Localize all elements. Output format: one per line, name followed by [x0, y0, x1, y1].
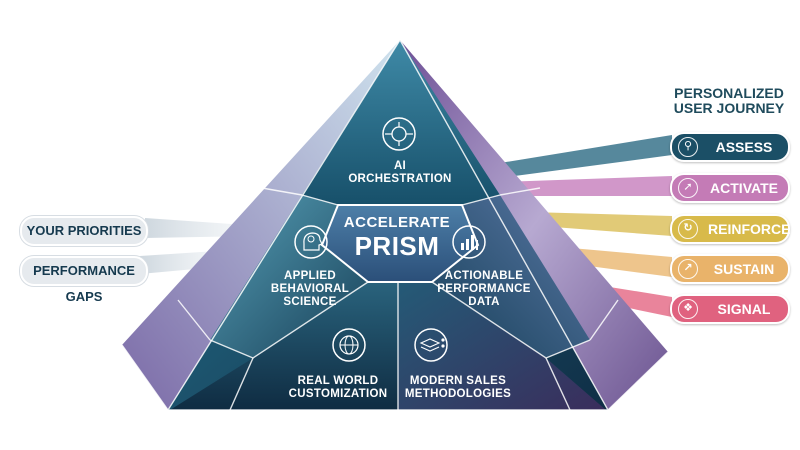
bar-chart-icon — [452, 225, 486, 259]
journey-title-line2: USER JOURNEY — [673, 100, 785, 116]
label-applied-behavioral-science: APPLIED BEHAVIORAL SCIENCE — [270, 270, 350, 308]
step-signal: ❖ SIGNAL — [670, 294, 790, 324]
center-title-line2: PRISM — [354, 231, 440, 261]
step-assess-label: ASSESS — [715, 139, 773, 155]
journey-title: PERSONALIZED USER JOURNEY — [664, 86, 794, 116]
step-signal-label: SIGNAL — [717, 301, 771, 317]
label-ai-orchestration: AI ORCHESTRATION — [348, 160, 452, 185]
step-sustain: ↗ SUSTAIN — [670, 254, 790, 284]
facet-lines — [121, 39, 669, 411]
label-real-world-customization: REAL WORLD CUSTOMIZATION — [288, 375, 388, 400]
output-beam-activate — [500, 176, 672, 196]
journey-title-line1: PERSONALIZED — [674, 85, 784, 101]
input-performance-gaps: PERFORMANCE GAPS — [20, 256, 148, 304]
step-sustain-label: SUSTAIN — [713, 261, 775, 277]
pyramid-right-face — [400, 40, 668, 410]
magnifier-icon: ⚲ — [678, 137, 698, 157]
head-brain-icon — [294, 225, 328, 259]
output-beam-sustain — [560, 247, 672, 277]
globe-icon — [332, 328, 366, 362]
rocket-icon: ➚ — [678, 178, 698, 198]
refresh-icon: ↻ — [678, 219, 698, 239]
step-activate: ➚ ACTIVATE — [670, 173, 790, 203]
segment-bottom-right — [398, 280, 606, 410]
segment-top — [302, 40, 500, 205]
signal-tower-icon: ❖ — [678, 299, 698, 319]
label-modern-sales-methodologies: MODERN SALES METHODOLOGIES — [404, 375, 512, 400]
layers-network-icon — [414, 328, 448, 362]
step-activate-label: ACTIVATE — [710, 180, 778, 196]
output-beam-assess — [500, 135, 672, 178]
center-title: ACCELERATE PRISM — [330, 214, 464, 260]
output-beam-reinforce — [530, 212, 672, 236]
center-title-line1: ACCELERATE — [343, 214, 451, 231]
step-reinforce-label: REINFORCE — [708, 221, 791, 237]
step-assess: ⚲ ASSESS — [670, 132, 790, 162]
growth-chart-icon: ↗ — [678, 259, 698, 279]
brain-circuit-icon — [382, 117, 416, 151]
label-actionable-performance-data: ACTIONABLE PERFORMANCE DATA — [437, 270, 531, 308]
input-your-priorities: YOUR PRIORITIES — [20, 216, 148, 246]
step-reinforce: ↻ REINFORCE — [670, 214, 790, 244]
segment-bottom-left — [170, 280, 398, 410]
